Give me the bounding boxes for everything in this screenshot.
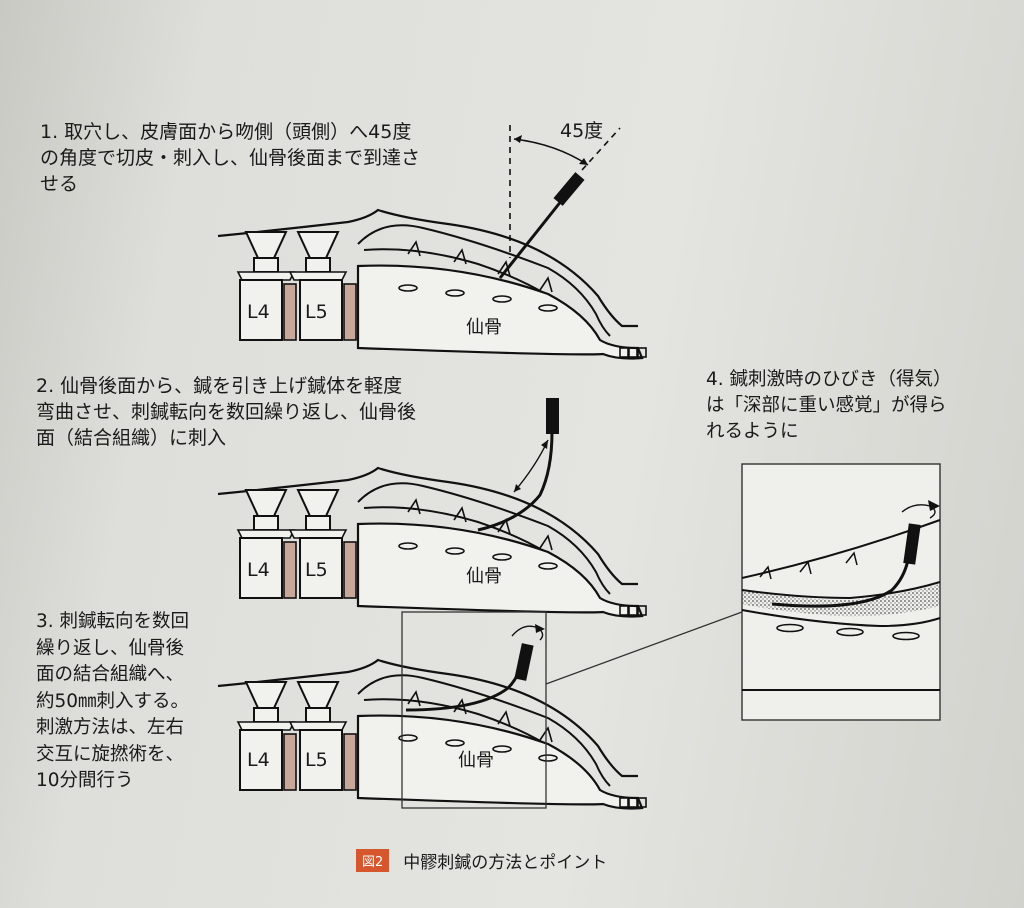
figure-badge: 図2 xyxy=(356,849,390,872)
l4-label-1: L4 xyxy=(247,301,270,323)
angle-guide-line xyxy=(581,127,621,171)
angle-label: 45度 xyxy=(560,120,604,142)
diagram-step3 xyxy=(216,658,648,810)
diagram-step1 xyxy=(216,208,648,360)
zoom-frame xyxy=(401,611,547,809)
figure-caption: 図2 中髎刺鍼の方法とポイント xyxy=(356,848,607,873)
needle-handle-2 xyxy=(546,398,559,434)
step-3-text: 3. 刺鍼転向を数回 繰り返し、仙骨後 面の結合組織へ、 約50㎜刺入する。 刺… xyxy=(36,611,190,791)
step-4-text: 4. 鍼刺激時のひびき（得気） は「深部に重い感覚」が得ら れるように xyxy=(706,369,952,442)
step-1-text: 1. 取穴し、皮膚面から吻側（頭側）へ45度 の角度で切皮・刺入し、仙骨後面まで… xyxy=(40,121,421,195)
figure-title: 中髎刺鍼の方法とポイント xyxy=(403,853,608,873)
needle-2 xyxy=(477,431,554,532)
diagram-step2 xyxy=(216,466,648,618)
sacrum-label-1: 仙骨 xyxy=(466,317,502,338)
needle-1 xyxy=(498,199,564,279)
sacrum-label-2: 仙骨 xyxy=(466,566,502,587)
l5-label-1: L5 xyxy=(305,301,328,323)
detail-panel xyxy=(741,463,941,721)
l5-label-2: L5 xyxy=(305,559,328,581)
l5-label-3: L5 xyxy=(305,749,328,771)
zoom-connector xyxy=(545,611,743,685)
needle-handle-3 xyxy=(514,643,534,681)
l4-label-2: L4 xyxy=(247,559,270,581)
needle-handle-1 xyxy=(553,172,585,206)
step-2-text: 2. 仙骨後面から、鍼を引き上げ鍼体を軽度 弯曲させ、刺鍼転向を数回繰り返し、仙… xyxy=(36,375,417,449)
l4-label-3: L4 xyxy=(247,749,270,771)
needle-3 xyxy=(405,649,526,712)
sacrum-label-3: 仙骨 xyxy=(458,750,494,771)
